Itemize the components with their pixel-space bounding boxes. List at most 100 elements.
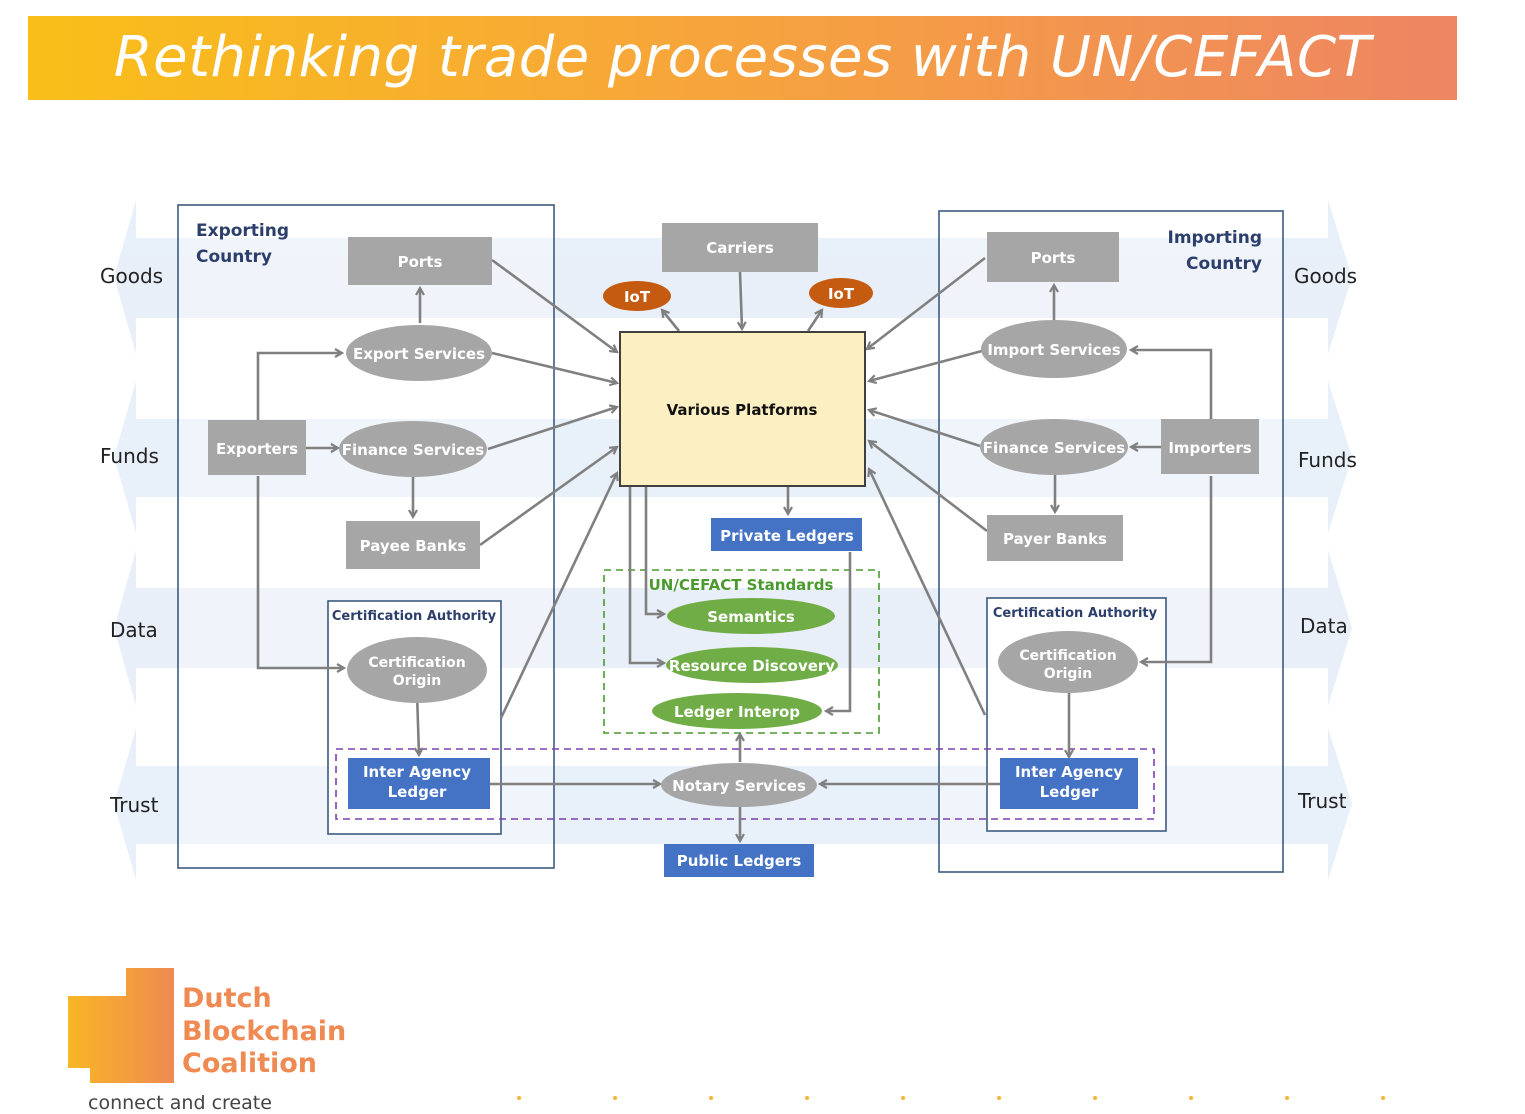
arrow-platforms-iot-left (662, 310, 681, 332)
private-ledgers-label: Private Ledgers (720, 527, 854, 545)
arrow-import-cert-platforms (869, 469, 987, 716)
arrow-exporters-cert-origin (256, 476, 344, 668)
logo-text-line1: Dutch (182, 983, 272, 1014)
importing-nodes: Ports Import Services Importers Finance … (980, 232, 1259, 809)
title-banner: Rethinking trade processes with UN/CEFAC… (28, 16, 1457, 100)
connectors (256, 256, 1213, 841)
import-services-label: Import Services (987, 341, 1120, 359)
iot-left-oval[interactable] (603, 281, 671, 311)
row-label-funds-right: Funds (1298, 448, 1357, 472)
exporting-cert-origin-label-2: Origin (393, 673, 441, 689)
row-label-trust: Trust (109, 793, 159, 817)
row-label-data: Data (110, 618, 158, 642)
ledger-interop-oval[interactable] (652, 693, 822, 729)
arrow-import-services-platforms (869, 349, 983, 381)
logo-text-line3: Coalition (182, 1048, 318, 1079)
notary-services-oval[interactable] (661, 763, 817, 807)
uncefact-standards-title: UN/CEFACT Standards (649, 576, 834, 594)
row-label-trust-right: Trust (1297, 789, 1347, 813)
importing-inter-agency-ledger-box[interactable] (1000, 758, 1138, 809)
arrow-import-finance-platforms (869, 410, 981, 448)
carriers-box[interactable] (662, 223, 818, 272)
exporting-certification-authority-label: Certification Authority (332, 609, 497, 624)
exporting-country-title-1: Exporting (196, 221, 289, 241)
decor-dot (805, 1096, 809, 1100)
semantics-oval[interactable] (667, 598, 835, 634)
importers-label: Importers (1168, 439, 1251, 457)
trust-ledger-group (335, 748, 1155, 820)
exporting-cert-origin-label-1: Certification (368, 655, 465, 671)
iot-left-label: IoT (624, 288, 651, 306)
iot-right-oval[interactable] (809, 278, 873, 308)
various-platforms-box[interactable] (619, 331, 866, 487)
uncefact-standards-box (603, 569, 880, 734)
export-services-oval[interactable] (346, 325, 492, 381)
importing-certification-authority-label: Certification Authority (993, 606, 1158, 621)
importing-finance-services-oval[interactable] (980, 419, 1128, 475)
arrow-exporters-export-services (256, 353, 342, 420)
payee-banks-label: Payee Banks (360, 537, 467, 555)
arrow-private-interop (826, 552, 852, 711)
row-label-data-right: Data (1300, 614, 1348, 638)
payee-banks-box[interactable] (346, 521, 480, 569)
decor-dot (1189, 1096, 1193, 1100)
center-nodes: Carriers IoT IoT Private Ledgers Semanti… (603, 223, 873, 877)
exporting-ledger-label-2: Ledger (388, 783, 447, 801)
arrow-import-ports-platforms (867, 256, 986, 349)
importing-country-title-1: Importing (1168, 228, 1263, 248)
exporting-ledger-label-1: Inter Agency (363, 763, 471, 781)
row-label-goods-right: Goods (1294, 264, 1357, 288)
importing-country-title-2: Country (1186, 254, 1262, 274)
resource-discovery-oval[interactable] (666, 647, 838, 683)
decor-dot (1381, 1096, 1385, 1100)
exporting-finance-services-label: Finance Services (342, 441, 485, 459)
export-services-label: Export Services (353, 345, 485, 363)
exporting-country-title-2: Country (196, 247, 272, 267)
arrow-carriers-platforms (740, 271, 742, 329)
row-label-goods: Goods (100, 264, 163, 288)
arrow-cert-ledger (417, 692, 419, 755)
exporting-ports-box[interactable] (348, 237, 492, 285)
importing-ports-box[interactable] (987, 232, 1119, 282)
exporting-cert-origin-oval[interactable] (347, 637, 487, 703)
exporting-inter-agency-ledger-box[interactable] (348, 758, 490, 809)
arrow-importers-cert-origin (1141, 476, 1213, 662)
semantics-label: Semantics (707, 608, 795, 626)
arrow-finance-platforms (487, 407, 617, 451)
arrow-export-services-platforms (491, 351, 617, 383)
decor-dot (1093, 1096, 1097, 1100)
carriers-label: Carriers (706, 239, 774, 257)
decor-dot (517, 1096, 521, 1100)
arrow-platforms-semantics (644, 487, 664, 614)
import-services-oval[interactable] (981, 320, 1127, 378)
exporting-nodes: Ports Export Services Exporters Finance … (208, 237, 492, 809)
decor-dot (1285, 1096, 1289, 1100)
importing-cert-origin-oval[interactable] (998, 631, 1138, 693)
arrow-ports-platforms (491, 258, 617, 352)
exporting-finance-services-oval[interactable] (339, 421, 487, 477)
notary-services-label: Notary Services (672, 777, 806, 795)
importers-box[interactable] (1161, 419, 1259, 474)
importing-cert-origin-label-1: Certification (1019, 648, 1116, 664)
importing-finance-services-label: Finance Services (983, 439, 1126, 457)
importing-ports-label: Ports (1031, 249, 1076, 267)
row-label-funds: Funds (100, 444, 159, 468)
decor-dot (613, 1096, 617, 1100)
arrow-payer-platforms (869, 441, 988, 533)
decor-dot (997, 1096, 1001, 1100)
importing-ledger-label-2: Ledger (1040, 783, 1099, 801)
public-ledgers-box[interactable] (664, 844, 814, 877)
private-ledgers-box[interactable] (711, 518, 862, 551)
decor-dot (901, 1096, 905, 1100)
exporters-box[interactable] (208, 420, 306, 475)
arrow-importers-import-services (1131, 350, 1213, 420)
importing-ledger-label-1: Inter Agency (1015, 763, 1123, 781)
logo-text-line2: Blockchain (182, 1016, 347, 1047)
payer-banks-label: Payer Banks (1003, 530, 1107, 548)
logo-tagline: connect and create (88, 1092, 272, 1114)
iot-right-label: IoT (828, 285, 855, 303)
payer-banks-box[interactable] (987, 515, 1123, 561)
arrow-payee-platforms (479, 447, 617, 547)
decor-dot (709, 1096, 713, 1100)
